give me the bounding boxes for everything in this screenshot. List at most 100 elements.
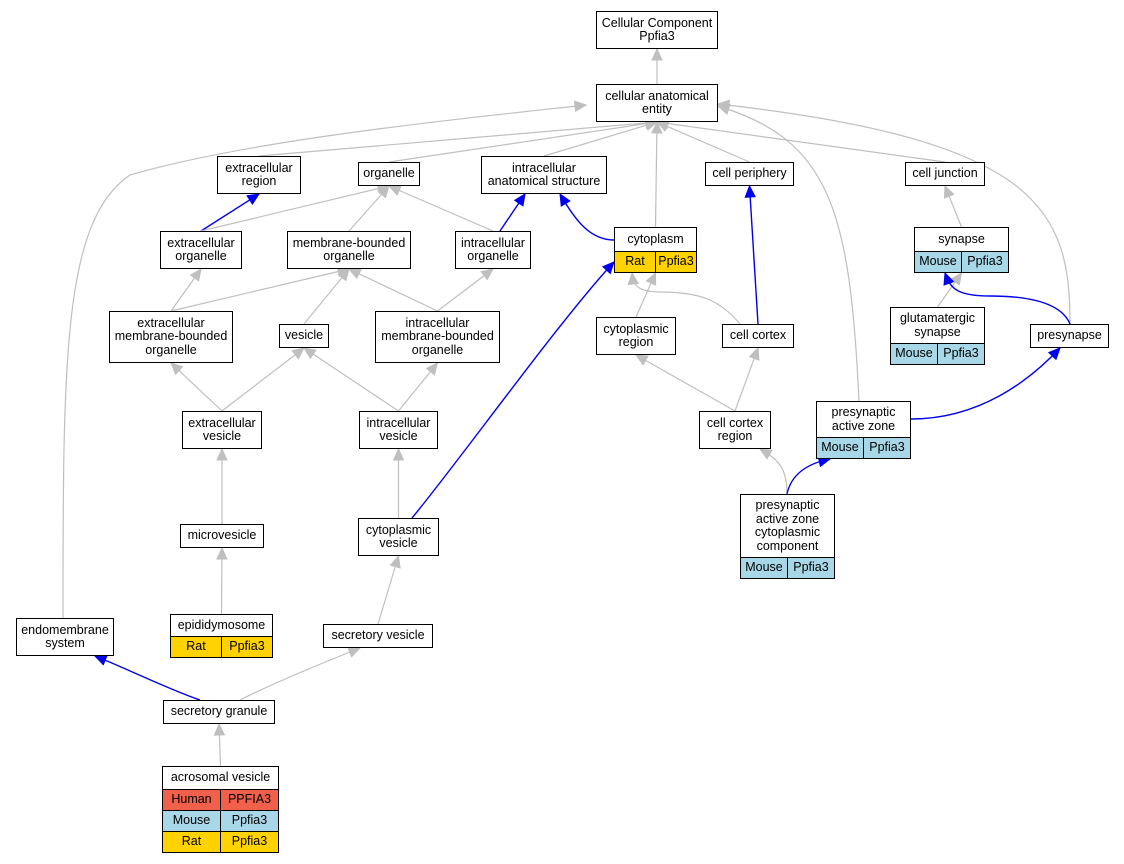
term-label: intracellular anatomical structure xyxy=(487,160,601,188)
species-cell: Mouse xyxy=(821,440,859,455)
arrowhead-pre-cae xyxy=(716,99,731,112)
arrowhead-acr-sg xyxy=(213,722,226,736)
arrowhead-ves-mbo xyxy=(337,268,350,282)
edge-pre-syn xyxy=(944,272,1071,325)
edge-er-cae xyxy=(258,121,658,157)
term-node-io[interactable]: intracellular organelle xyxy=(455,231,531,269)
species-cell: Rat xyxy=(181,834,202,849)
edge-sg-sv xyxy=(239,647,361,701)
term-label: vesicle xyxy=(284,328,324,343)
term-node-ev[interactable]: extracellular vesicle xyxy=(182,411,262,449)
term-label: cell junction xyxy=(912,166,978,181)
arrowhead-pre-syn xyxy=(943,271,955,286)
arrowhead-io-ias xyxy=(513,192,526,207)
edge-imbo-io xyxy=(437,268,494,312)
term-node-cp[interactable]: cell periphery xyxy=(705,162,794,186)
arrowhead-cae-cc xyxy=(651,47,663,61)
term-node-cc[interactable]: Cellular Component Ppfia3 xyxy=(596,11,718,49)
gene-cell: PPFIA3 xyxy=(220,790,278,810)
edge-ves-mbo xyxy=(303,268,350,325)
species-cell: Mouse xyxy=(919,254,957,269)
species-cell: Rat xyxy=(186,639,206,654)
arrowhead-io-org xyxy=(387,185,402,196)
species-cell: Mouse xyxy=(895,346,933,361)
edge-pazcc-ccr xyxy=(759,448,788,495)
arrowhead-ccr-cr xyxy=(634,354,649,366)
term-node-eo[interactable]: extracellular organelle xyxy=(160,231,242,269)
term-node-sv[interactable]: secretory vesicle xyxy=(323,624,433,648)
term-node-cr[interactable]: cytoplasmic region xyxy=(596,317,676,355)
edge-pre-cae xyxy=(717,103,1071,325)
species-cell: Mouse xyxy=(172,813,211,828)
term-label: organelle xyxy=(363,166,415,181)
term-node-cj[interactable]: cell junction xyxy=(905,162,985,186)
arrowhead-cr-cyt xyxy=(645,271,657,286)
edge-embo-mbo xyxy=(170,268,350,312)
term-label: cell periphery xyxy=(712,166,787,181)
term-node-mv[interactable]: microvesicle xyxy=(180,524,264,548)
term-label: Cellular Component Ppfia3 xyxy=(601,15,713,43)
edge-cv-cyt xyxy=(411,261,615,519)
arrowhead-iv-imbo xyxy=(425,362,439,376)
term-node-pazcc[interactable]: presynaptic active zone cytoplasmic comp… xyxy=(740,494,835,579)
term-label: presynaptic active zone cytoplasmic comp… xyxy=(754,498,821,553)
edge-cp-cae xyxy=(656,121,750,163)
gene-cell: Ppfia3 xyxy=(961,252,1008,272)
edge-org-cae xyxy=(388,121,658,163)
term-node-ems[interactable]: endomembrane system xyxy=(16,618,114,656)
term-label: synapse xyxy=(938,231,985,246)
term-node-er[interactable]: extracellular region xyxy=(217,156,301,194)
edge-ccr-cr xyxy=(635,354,736,412)
term-label: secretory granule xyxy=(170,704,268,719)
edge-cco-cp xyxy=(748,185,759,325)
term-node-imbo[interactable]: intracellular membrane-bounded organelle xyxy=(375,311,500,363)
term-node-iv[interactable]: intracellular vesicle xyxy=(359,411,438,449)
term-node-mbo[interactable]: membrane-bounded organelle xyxy=(287,231,411,269)
arrowhead-pazcc-ccr xyxy=(758,448,773,460)
species-cell: Rat xyxy=(625,254,645,269)
arrowhead-cco-cp xyxy=(744,184,756,198)
term-label: endomembrane system xyxy=(21,622,109,650)
term-node-ves[interactable]: vesicle xyxy=(279,324,329,348)
arrowhead-cco-cyt xyxy=(627,271,640,286)
term-node-org[interactable]: organelle xyxy=(358,162,420,186)
term-node-pre[interactable]: presynapse xyxy=(1030,324,1109,348)
term-node-ccr[interactable]: cell cortex region xyxy=(699,411,771,449)
gene-cell: Ppfia3 xyxy=(220,832,278,852)
arrowhead-cyt-cae xyxy=(651,120,663,134)
arrowhead-epi-mv xyxy=(216,546,228,560)
term-node-sg[interactable]: secretory granule xyxy=(163,700,275,724)
term-node-cco[interactable]: cell cortex xyxy=(722,324,794,348)
edge-sg-ems xyxy=(94,655,201,701)
arrowhead-iv-ves xyxy=(302,347,317,360)
term-label: membrane-bounded organelle xyxy=(292,235,406,263)
arrowhead-syn-cj xyxy=(943,184,955,199)
arrowhead-cv-iv xyxy=(392,447,405,461)
arrowhead-ccr-cco xyxy=(748,346,760,361)
arrowhead-mv-ev xyxy=(216,447,228,461)
term-node-cv[interactable]: cytoplasmic vesicle xyxy=(358,518,439,556)
edge-ias-cae xyxy=(543,121,658,157)
arrowhead-eo-er xyxy=(246,193,261,206)
term-label: extracellular vesicle xyxy=(188,415,256,443)
arrowhead-sg-sv xyxy=(347,646,362,658)
term-node-ias[interactable]: intracellular anatomical structure xyxy=(481,156,607,194)
term-node-cae[interactable]: cellular anatomical entity xyxy=(596,84,718,122)
edge-cyt-cae xyxy=(654,121,658,228)
arrowhead-ems-cae xyxy=(573,100,588,112)
edge-imbo-mbo xyxy=(348,268,438,312)
term-label: cytoplasmic region xyxy=(603,321,669,349)
term-node-embo[interactable]: extracellular membrane-bounded organelle xyxy=(109,311,233,363)
arrowhead-sg-ems xyxy=(93,654,108,666)
